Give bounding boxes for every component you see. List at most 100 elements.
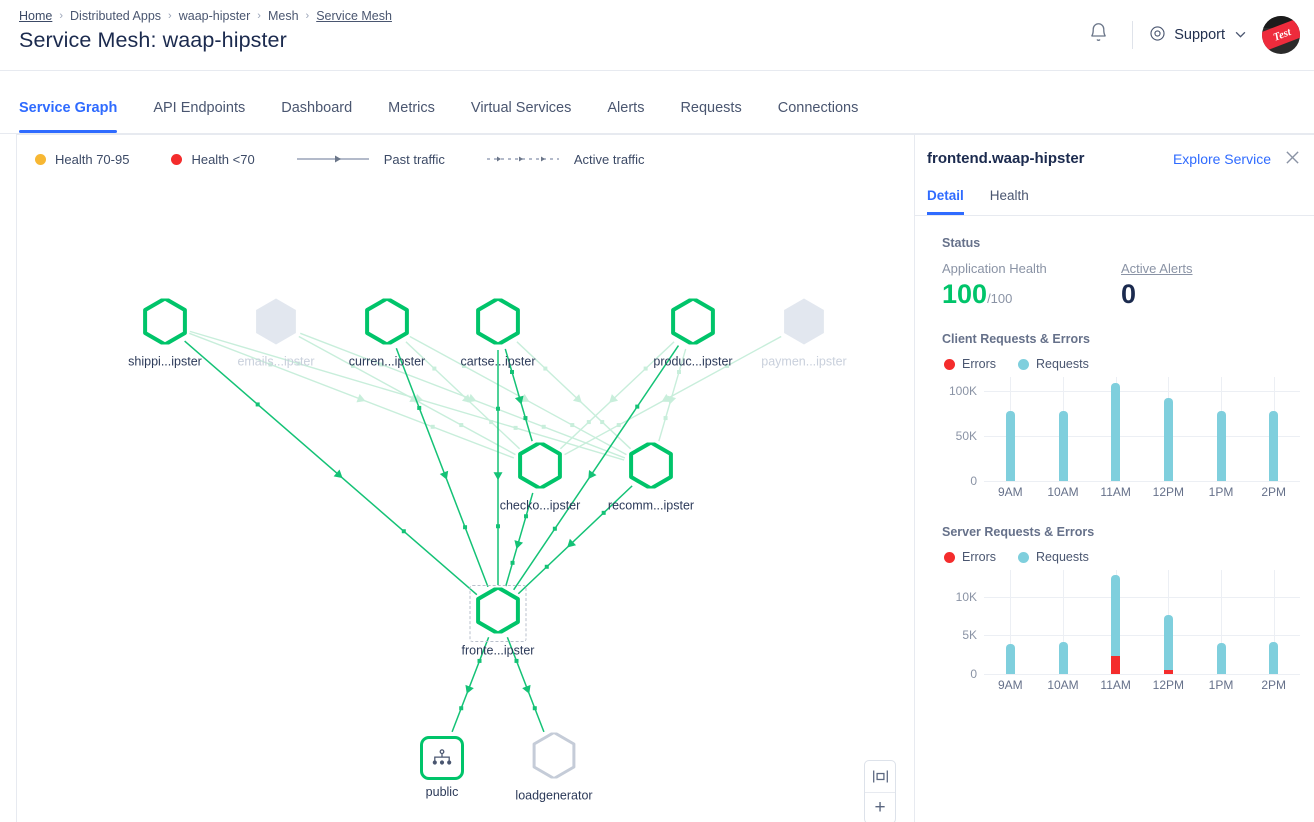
graph-node-currency[interactable]: curren...ipster <box>349 296 425 369</box>
detail-panel-body: Status Application Health 100/100 Active… <box>915 216 1314 696</box>
chart-x-tick: 12PM <box>1152 485 1185 499</box>
chart-bar[interactable] <box>1058 641 1068 674</box>
chart-bar[interactable] <box>1005 411 1015 481</box>
graph-node-label[interactable]: paymen...ipster <box>761 354 847 369</box>
chart-bar[interactable] <box>1163 397 1173 481</box>
graph-node-shipping[interactable]: shippi...ipster <box>128 296 202 369</box>
chart-legend-item-requests[interactable]: Requests <box>1018 357 1089 371</box>
graph-node-label[interactable]: emails...ipster <box>237 354 315 369</box>
graph-node-recommendation[interactable]: recomm...ipster <box>608 440 694 513</box>
tab-connections[interactable]: Connections <box>777 100 859 116</box>
graph-node-label[interactable]: fronte...ipster <box>461 643 535 658</box>
fit-to-screen-button[interactable] <box>865 761 895 792</box>
breadcrumb-item-waap-hipster[interactable]: waap-hipster <box>178 9 251 23</box>
detail-tab-detail[interactable]: Detail <box>927 182 964 215</box>
breadcrumb-item-distributed-apps[interactable]: Distributed Apps <box>70 9 162 23</box>
chart-bar[interactable] <box>1111 383 1121 481</box>
graph-node-label[interactable]: loadgenerator <box>515 788 593 803</box>
graph-node-payment[interactable]: paymen...ipster <box>761 298 847 369</box>
avatar[interactable]: Test <box>1262 16 1300 54</box>
breadcrumb-item-service-mesh[interactable]: Service Mesh <box>316 9 392 23</box>
graph-node-cartservice[interactable]: cartse...ipster <box>460 296 536 369</box>
chart-legend-item-requests[interactable]: Requests <box>1018 550 1089 564</box>
graph-edge-checkout-frontend <box>505 492 534 587</box>
chart-legend-item-errors[interactable]: Errors <box>944 550 996 564</box>
legend-dot-icon <box>1018 358 1030 370</box>
legend-dot-icon <box>171 153 183 165</box>
legend-label: Health <70 <box>191 151 255 167</box>
tab-service-graph[interactable]: Service Graph <box>19 100 118 133</box>
chart-bar[interactable] <box>1005 643 1015 674</box>
chart-x-tick: 9AM <box>997 485 1023 499</box>
graph-node-label[interactable]: public <box>425 785 459 799</box>
tab-dashboard[interactable]: Dashboard <box>281 100 353 116</box>
chart-bar-error-segment <box>1163 670 1173 674</box>
close-icon[interactable] <box>1285 150 1300 168</box>
tab-metrics[interactable]: Metrics <box>388 100 435 116</box>
zoom-in-button[interactable]: + <box>865 792 895 822</box>
support-menu[interactable]: Support <box>1149 25 1246 46</box>
application-health-number: 100 <box>942 279 988 309</box>
graph-node-public[interactable]: public <box>420 736 464 799</box>
breadcrumb-item-mesh[interactable]: Mesh <box>267 9 299 23</box>
graph-node-loadgenerator[interactable]: loadgenerator <box>515 731 593 803</box>
graph-node-label[interactable]: produc...ipster <box>653 354 733 369</box>
notifications-button[interactable] <box>1078 15 1118 55</box>
chart-plot-area <box>984 570 1300 675</box>
chart-bar[interactable] <box>1216 411 1226 481</box>
chart-bar[interactable] <box>1163 614 1173 674</box>
graph-edge-recommendation-frontend <box>517 485 633 595</box>
chart-bar[interactable] <box>1111 575 1121 674</box>
graph-edge-shipping-frontend <box>184 340 478 596</box>
chart-bar[interactable] <box>1269 411 1279 481</box>
graph-node-label[interactable]: recomm...ipster <box>607 498 695 513</box>
chart-vertical-gridline <box>1273 570 1275 674</box>
active-alerts-value: 0 <box>1121 279 1137 309</box>
application-health-suffix: /100 <box>987 291 1013 306</box>
graph-node-label[interactable]: checko...ipster <box>499 498 581 513</box>
graph-node-productcatalog[interactable]: produc...ipster <box>653 296 733 369</box>
chart-x-tick: 12PM <box>1152 678 1185 692</box>
chart-bar[interactable] <box>1058 411 1068 481</box>
graph-zoom-controls: + <box>864 760 896 822</box>
chart-bar[interactable] <box>1269 641 1279 674</box>
explore-service-link[interactable]: Explore Service <box>1172 150 1271 167</box>
graph-node-emails[interactable]: emails...ipster <box>237 298 315 369</box>
legend-item-active-traffic: Active traffic <box>486 152 644 167</box>
tab-api-endpoints[interactable]: API Endpoints <box>153 100 246 116</box>
chart-legend-item-errors[interactable]: Errors <box>944 357 996 371</box>
breadcrumb-item-home[interactable]: Home <box>19 9 53 23</box>
tab-virtual-services[interactable]: Virtual Services <box>470 100 572 116</box>
graph-edge-shipping-recommendation <box>189 330 625 461</box>
chart-legend-label: Requests <box>1036 550 1089 564</box>
detail-tab-health[interactable]: Health <box>989 188 1029 203</box>
page-title: Service Mesh: waap-hipster <box>19 28 287 52</box>
graph-node-frontend[interactable]: fronte...ipster <box>462 584 534 658</box>
chart-bar[interactable] <box>1216 643 1226 674</box>
graph-canvas[interactable]: shippi...ipster emails...ipster curren...i… <box>17 183 914 822</box>
graph-node-checkout[interactable]: checko...ipster <box>500 440 580 513</box>
tab-requests[interactable]: Requests <box>680 100 742 116</box>
chart-x-tick: 11AM <box>1100 485 1131 499</box>
chart-gridline <box>984 635 1300 637</box>
graph-node-label[interactable]: shippi...ipster <box>128 354 202 369</box>
main-tabs: Service Graph API Endpoints Dashboard Metri… <box>0 71 1314 134</box>
chart-gridline <box>984 596 1300 598</box>
chart-y-tick: 0 <box>970 667 977 681</box>
active-alerts-label[interactable]: Active Alerts <box>1121 261 1193 276</box>
chart-gridline <box>984 481 1300 482</box>
graph-node-label[interactable]: cartse...ipster <box>460 354 536 369</box>
node-hexagon-shape <box>670 296 716 350</box>
tab-alerts[interactable]: Alerts <box>607 100 645 116</box>
chart-legend-label: Requests <box>1036 357 1089 371</box>
graph-edge-payment-checkout <box>564 335 782 456</box>
chart-x-tick: 2PM <box>1261 485 1286 499</box>
active-alerts-metric: Active Alerts 0 <box>1121 261 1300 310</box>
graph-node-label[interactable]: curren...ipster <box>348 354 426 369</box>
